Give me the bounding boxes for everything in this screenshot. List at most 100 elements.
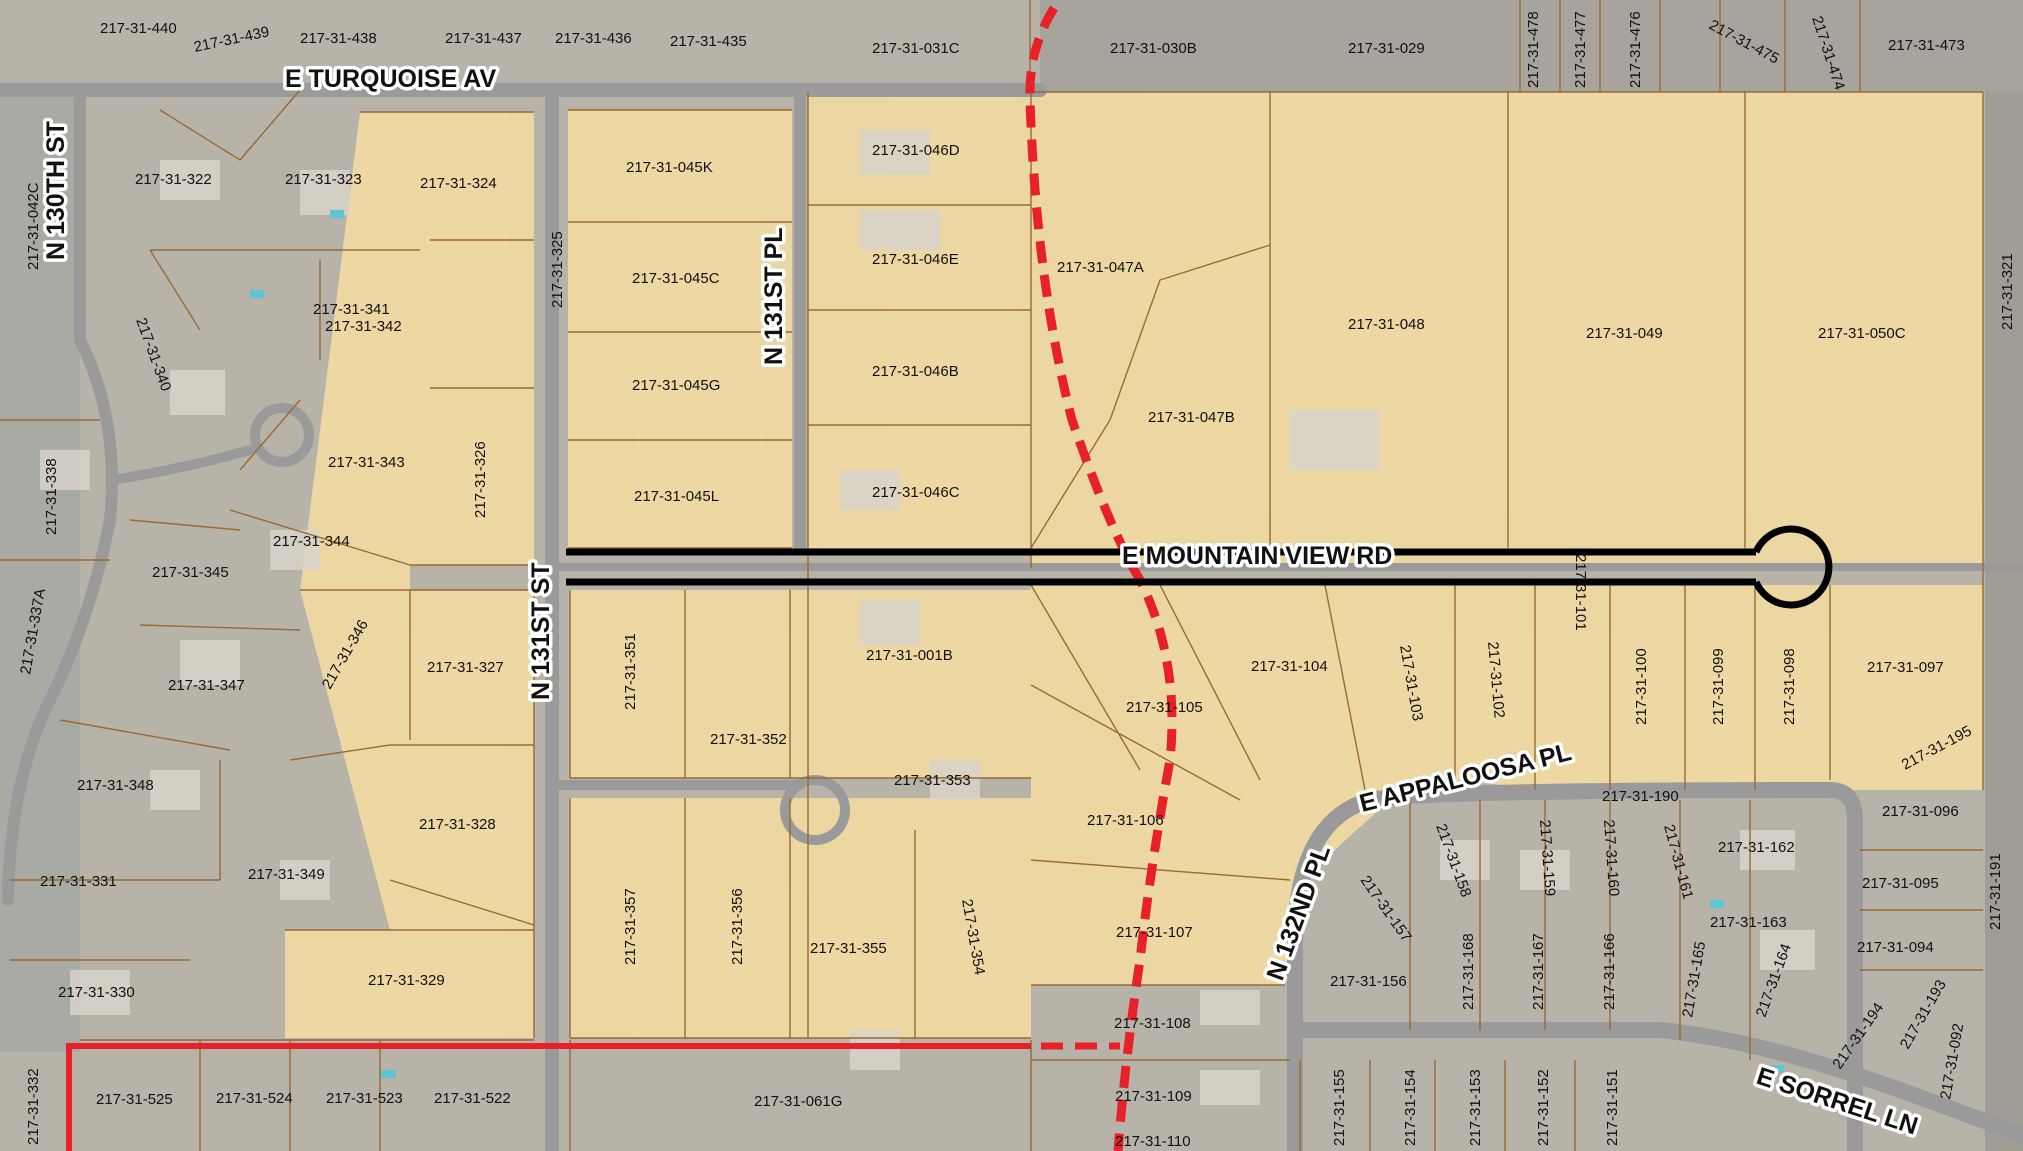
- parcel-label: 217-31-525: [96, 1091, 173, 1108]
- parcel-label: 217-31-523: [326, 1090, 403, 1107]
- parcel-label: 217-31-329: [368, 972, 445, 989]
- parcel-label: 217-31-440: [100, 20, 177, 37]
- parcel-label: 217-31-338: [43, 458, 60, 535]
- parcel-label: 217-31-001B: [866, 647, 953, 664]
- parcel-label: 217-31-166: [1601, 933, 1618, 1010]
- parcel-label: 217-31-049: [1586, 325, 1663, 342]
- parcel-label: 217-31-436: [555, 30, 632, 47]
- street-n-130th-st: [2, 84, 118, 906]
- parcel-label: 217-31-156: [1330, 973, 1407, 990]
- street-label-e-mountain-view-rd: E MOUNTAIN VIEW RD: [1122, 542, 1392, 570]
- parcel-label: 217-31-159: [1536, 819, 1558, 897]
- parcel-label: 217-31-332: [25, 1068, 42, 1145]
- parcel-label: 217-31-437: [445, 30, 522, 47]
- parcel-label: 217-31-351: [622, 633, 639, 710]
- parcel-label: 217-31-031C: [872, 40, 960, 57]
- parcel-label: 217-31-522: [434, 1090, 511, 1107]
- parcel-label: 217-31-355: [810, 940, 887, 957]
- parcel-label: 217-31-162: [1718, 839, 1795, 856]
- parcel-label: 217-31-045K: [626, 159, 713, 176]
- parcel-label: 217-31-349: [248, 866, 325, 883]
- parcel-label: 217-31-330: [58, 984, 135, 1001]
- parcel-label: 217-31-327: [427, 659, 504, 676]
- parcel-label: 217-31-524: [216, 1090, 293, 1107]
- parcel-label: 217-31-045C: [632, 270, 720, 287]
- parcel-label: 217-31-109: [1115, 1088, 1192, 1105]
- parcel-label: 217-31-095: [1862, 875, 1939, 892]
- street-label-n-130th-st: N 130TH ST: [42, 121, 70, 260]
- parcel-label: 217-31-191: [1987, 853, 2004, 930]
- parcel-label: 217-31-473: [1888, 37, 1965, 54]
- parcel-label: 217-31-345: [152, 564, 229, 581]
- parcel-label: 217-31-046C: [872, 484, 960, 501]
- parcel-label: 217-31-321: [1999, 253, 2016, 330]
- house-roofs: [40, 130, 1815, 1105]
- parcel-label: 217-31-477: [1572, 11, 1589, 88]
- parcel-label: 217-31-047B: [1148, 409, 1235, 426]
- parcel-label: 217-31-324: [420, 175, 497, 192]
- cul-de-sac-130th: [105, 445, 255, 485]
- parcel-label: 217-31-328: [419, 816, 496, 833]
- parcel-label: 217-31-352: [710, 731, 787, 748]
- street-n-132nd-pl: [1287, 781, 1863, 1151]
- parcel-label: 217-31-108: [1114, 1015, 1191, 1032]
- parcel-label: 217-31-046B: [872, 363, 959, 380]
- parcel-label: 217-31-476: [1627, 11, 1644, 88]
- parcel-label: 217-31-046D: [872, 142, 960, 159]
- parcel-label: 217-31-102: [1484, 641, 1508, 719]
- streets: [0, 83, 2023, 1151]
- parcel-label: 217-31-326: [472, 441, 489, 518]
- parcel-label: 217-31-168: [1460, 933, 1477, 1010]
- parcel-label: 217-31-347: [168, 677, 245, 694]
- parcel-label: 217-31-152: [1535, 1069, 1552, 1146]
- parcel-label: 217-31-097: [1867, 659, 1944, 676]
- parcel-label: 217-31-104: [1251, 658, 1328, 675]
- parcel-label: 217-31-356: [729, 888, 746, 965]
- parcel-label: 217-31-342: [325, 318, 402, 335]
- aerial-desert-top: [1040, 0, 2023, 92]
- aerial-desert-right: [1985, 92, 2023, 1151]
- parcel-label: 217-31-045G: [632, 377, 720, 394]
- parcel-label: 217-31-047A: [1057, 259, 1144, 276]
- red-boundary-line: [66, 1043, 1031, 1151]
- parcel-label: 217-31-100: [1633, 648, 1650, 725]
- parcel-label: 217-31-190: [1602, 788, 1679, 805]
- parcel-label: 217-31-110: [1115, 1133, 1191, 1150]
- parcel-label: 217-31-105: [1126, 699, 1203, 716]
- parcel-label: 217-31-094: [1857, 939, 1934, 956]
- parcel-label: 217-31-045L: [634, 488, 719, 505]
- parcel-label: 217-31-106: [1087, 812, 1164, 829]
- parcel-label: 217-31-322: [135, 171, 212, 188]
- parcel-label: 217-31-101: [1572, 554, 1589, 631]
- parcel-label: 217-31-042C: [25, 182, 42, 270]
- parcel-label: 217-31-323: [285, 171, 362, 188]
- parcel-label: 217-31-099: [1710, 648, 1727, 725]
- parcel-label: 217-31-151: [1604, 1069, 1621, 1146]
- parcel-label: 217-31-160: [1600, 819, 1622, 897]
- parcel-label: 217-31-096: [1882, 803, 1959, 820]
- parcel-label: 217-31-325: [549, 231, 566, 308]
- parcel-label: 217-31-438: [300, 30, 377, 47]
- parcel-label: 217-31-154: [1402, 1069, 1419, 1146]
- parcel-label: 217-31-046E: [872, 251, 959, 268]
- parcel-label: 217-31-343: [328, 454, 405, 471]
- parcel-label: 217-31-353: [894, 772, 971, 789]
- parcel-label: 217-31-348: [77, 777, 154, 794]
- parcel-label: 217-31-098: [1781, 648, 1798, 725]
- mountain-view-road-outline: [566, 525, 1833, 609]
- parcel-label: 217-31-435: [670, 33, 747, 50]
- parcel-label: 217-31-061G: [754, 1093, 842, 1110]
- street-label-n-131st-st: N 131ST ST: [527, 562, 555, 700]
- parcel-label: 217-31-341: [313, 301, 390, 318]
- parcel-label: 217-31-344: [273, 533, 350, 550]
- parcel-label: 217-31-107: [1116, 924, 1193, 941]
- parcel-label: 217-31-029: [1348, 40, 1425, 57]
- parcel-label: 217-31-030B: [1110, 40, 1197, 57]
- parcel-label: 217-31-167: [1530, 933, 1547, 1010]
- parcel-label: 217-31-478: [1525, 11, 1542, 88]
- parcel-label: 217-31-357: [622, 888, 639, 965]
- parcel-label: 217-31-155: [1331, 1069, 1348, 1146]
- street-e-sorrel-ln: [1292, 1022, 2023, 1143]
